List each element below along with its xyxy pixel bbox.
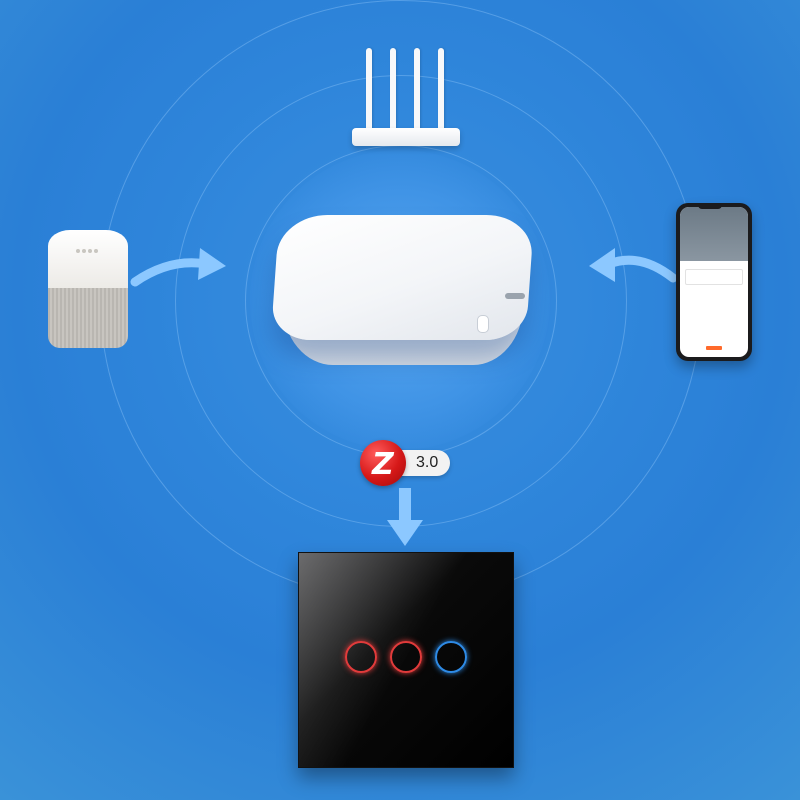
- router-antenna: [366, 48, 372, 132]
- wifi-router: [352, 48, 460, 148]
- router-antenna: [438, 48, 444, 132]
- phone-notch: [698, 203, 722, 209]
- router-body: [352, 128, 460, 146]
- hub-top: [270, 215, 535, 340]
- touch-button-3[interactable]: [435, 641, 467, 673]
- reset-button: [477, 315, 489, 333]
- router-antenna: [414, 48, 420, 132]
- phone-device-card: [685, 269, 743, 285]
- touch-button-1[interactable]: [345, 641, 377, 673]
- touch-switch: [298, 552, 514, 768]
- arrow-hub-to-switch-icon: [387, 488, 423, 546]
- speaker-top: [48, 230, 128, 290]
- smart-speaker: [48, 230, 128, 350]
- usb-port: [505, 293, 525, 299]
- phone-header-image: [680, 207, 748, 261]
- speaker-fabric: [48, 288, 128, 348]
- speaker-indicator-dots: [76, 240, 100, 253]
- zigbee-badge: 3.0 Z: [360, 440, 460, 490]
- touch-button-2[interactable]: [390, 641, 422, 673]
- zigbee-logo-icon: Z: [360, 440, 406, 486]
- router-antenna: [390, 48, 396, 132]
- smartphone-app: [676, 203, 752, 361]
- phone-tab-bar: [680, 346, 748, 351]
- phone-list-row: [680, 261, 748, 267]
- phone-screen: [680, 207, 748, 357]
- arrow-phone-to-hub-icon: [589, 248, 678, 283]
- gateway-hub: [270, 215, 535, 370]
- arrow-speaker-to-hub-icon: [130, 248, 226, 287]
- protocol-version: 3.0: [416, 454, 439, 471]
